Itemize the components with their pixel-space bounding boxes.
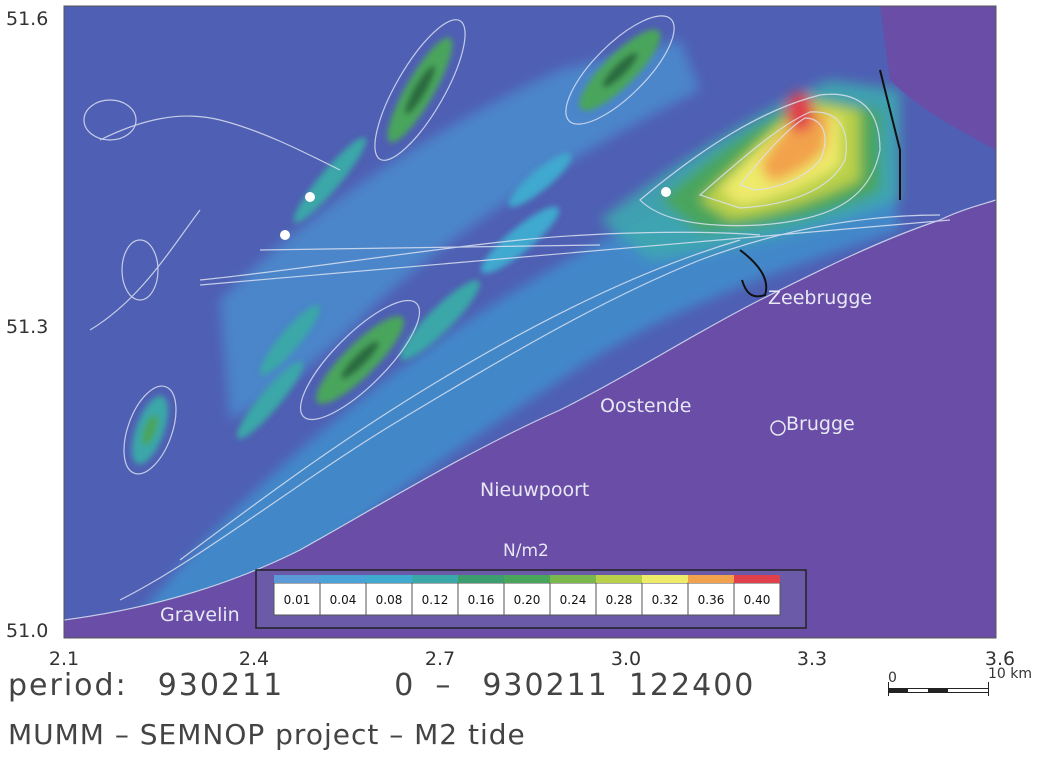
project-title: MUMM – SEMNOP project – M2 tide [8, 718, 526, 751]
scale-bar: 0 10 km [884, 666, 1034, 706]
legend-value: 0.01 [284, 593, 311, 607]
legend-swatch [273, 582, 321, 616]
legend-value: 0.08 [376, 593, 403, 607]
legend-value: 0.04 [330, 593, 357, 607]
legend-color-chip [504, 575, 550, 583]
legend-color-chip [688, 575, 734, 583]
legend-swatch [319, 582, 367, 616]
legend-color-chip [734, 575, 780, 583]
place-oostende: Oostende [600, 395, 691, 417]
scale-end-label: 10 km [988, 666, 1033, 682]
legend-swatch [503, 582, 551, 616]
town-marker-icon [770, 420, 786, 436]
period-end-date: 930211 [482, 668, 609, 703]
legend-unit: N/m2 [503, 541, 549, 561]
legend-color-chip [320, 575, 366, 583]
station-point [661, 187, 671, 197]
lon-label: 3.6 [984, 648, 1016, 670]
legend-color-chip [274, 575, 320, 583]
lon-label: 3.3 [796, 648, 828, 670]
lat-label: 51.0 [6, 620, 49, 642]
legend-swatch [641, 582, 689, 616]
legend-swatch [549, 582, 597, 616]
stress-field [121, 40, 900, 638]
legend-value: 0.28 [606, 593, 633, 607]
legend-color-chip [458, 575, 504, 583]
legend-color-chip [550, 575, 596, 583]
land-area [64, 200, 996, 638]
period-separator: – [435, 668, 453, 703]
legend: 0.01 0.04 0.08 0.12 0.16 0.20 0.24 0.28 0.32 0.36… [255, 569, 807, 629]
legend-swatch [595, 582, 643, 616]
legend-value: 0.40 [744, 593, 771, 607]
harbour-outline [739, 249, 768, 298]
lon-label: 3.0 [610, 648, 642, 670]
legend-color-chip [642, 575, 688, 583]
period-start-time: 0 [394, 668, 416, 703]
period-start-date: 930211 [157, 668, 285, 703]
place-nieuwpoort: Nieuwpoort [480, 479, 589, 501]
period-end-time: 122400 [628, 668, 756, 703]
legend-color-chip [412, 575, 458, 583]
place-brugge: Brugge [786, 413, 855, 435]
lat-label: 51.3 [6, 316, 49, 338]
place-gravelines: Gravelin [160, 604, 240, 626]
legend-value: 0.12 [422, 593, 449, 607]
legend-color-chip [596, 575, 642, 583]
lat-label: 51.6 [6, 8, 49, 30]
sandbank-ridges [131, 29, 661, 465]
period-label: period: [8, 668, 128, 703]
station-point [305, 192, 315, 202]
legend-color-chip [366, 575, 412, 583]
place-zeebrugge: Zeebrugge [768, 287, 872, 309]
legend-value: 0.36 [698, 593, 725, 607]
lon-label: 2.4 [238, 648, 270, 670]
legend-value: 0.16 [468, 593, 495, 607]
lon-label: 2.1 [48, 648, 80, 670]
station-point [280, 230, 290, 240]
land-area-north [880, 6, 996, 150]
scheldt-outline [879, 69, 901, 200]
lon-label: 2.7 [424, 648, 456, 670]
legend-value: 0.24 [560, 593, 587, 607]
legend-value: 0.32 [652, 593, 679, 607]
map-frame [63, 5, 997, 639]
contour-lines [64, 15, 996, 621]
legend-value: 0.20 [514, 593, 541, 607]
scale-start-label: 0 [888, 670, 897, 686]
